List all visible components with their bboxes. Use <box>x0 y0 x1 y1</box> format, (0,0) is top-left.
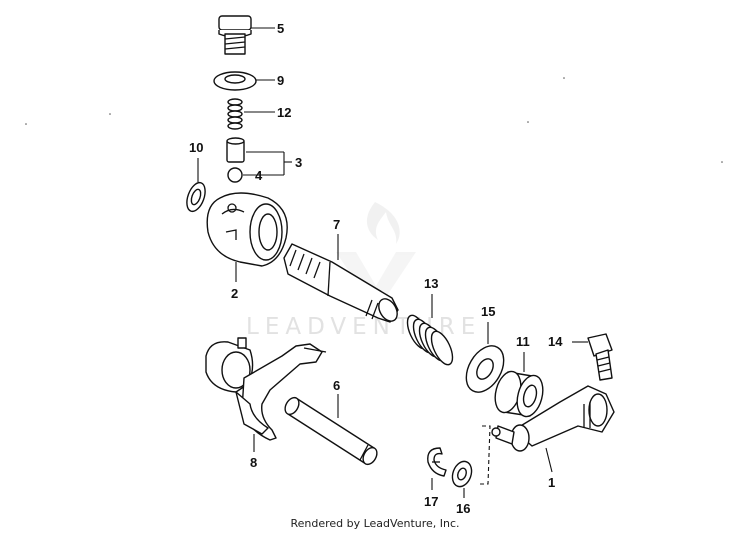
callout-numbers: 5 9 12 3 4 10 2 7 13 15 11 14 1 6 8 17 1… <box>189 21 563 516</box>
washer-10 <box>186 181 206 213</box>
callout-14: 14 <box>548 334 563 349</box>
stray-dots <box>25 77 723 163</box>
drum-holder-2 <box>206 192 288 267</box>
washer-15 <box>465 345 505 393</box>
callout-7: 7 <box>333 217 340 232</box>
callout-5: 5 <box>277 21 284 36</box>
spring-12 <box>227 98 243 130</box>
washer-16 <box>451 460 473 488</box>
callout-16: 16 <box>456 501 470 516</box>
callout-3: 3 <box>295 155 302 170</box>
ball-4 <box>227 167 243 183</box>
watermark-text: LEADVENTURE <box>246 314 481 340</box>
watermark-logo <box>336 202 416 300</box>
shift-fork-8 <box>205 337 327 441</box>
callout-8: 8 <box>250 455 257 470</box>
shift-arm-1 <box>491 385 615 452</box>
callout-4: 4 <box>255 168 263 183</box>
e-clip-17 <box>427 447 447 477</box>
leader-lines <box>197 27 588 498</box>
callout-9: 9 <box>277 73 284 88</box>
footer-credit: Rendered by LeadVenture, Inc. <box>290 517 460 530</box>
spring-13 <box>406 314 454 366</box>
bolt-14 <box>587 333 613 381</box>
callout-1: 1 <box>548 475 555 490</box>
callout-17: 17 <box>424 494 438 509</box>
callout-10: 10 <box>189 140 203 155</box>
callout-6: 6 <box>333 378 340 393</box>
washer-9 <box>213 71 257 91</box>
callout-11: 11 <box>516 334 530 349</box>
bearing-11 <box>494 370 544 418</box>
callout-13: 13 <box>424 276 438 291</box>
rod-6 <box>284 396 378 466</box>
shift-shaft-7 <box>283 243 399 323</box>
pin-3 <box>226 137 245 163</box>
callout-15: 15 <box>481 304 495 319</box>
callout-2: 2 <box>231 286 238 301</box>
bolt-5 <box>218 15 252 55</box>
callout-12: 12 <box>277 105 291 120</box>
